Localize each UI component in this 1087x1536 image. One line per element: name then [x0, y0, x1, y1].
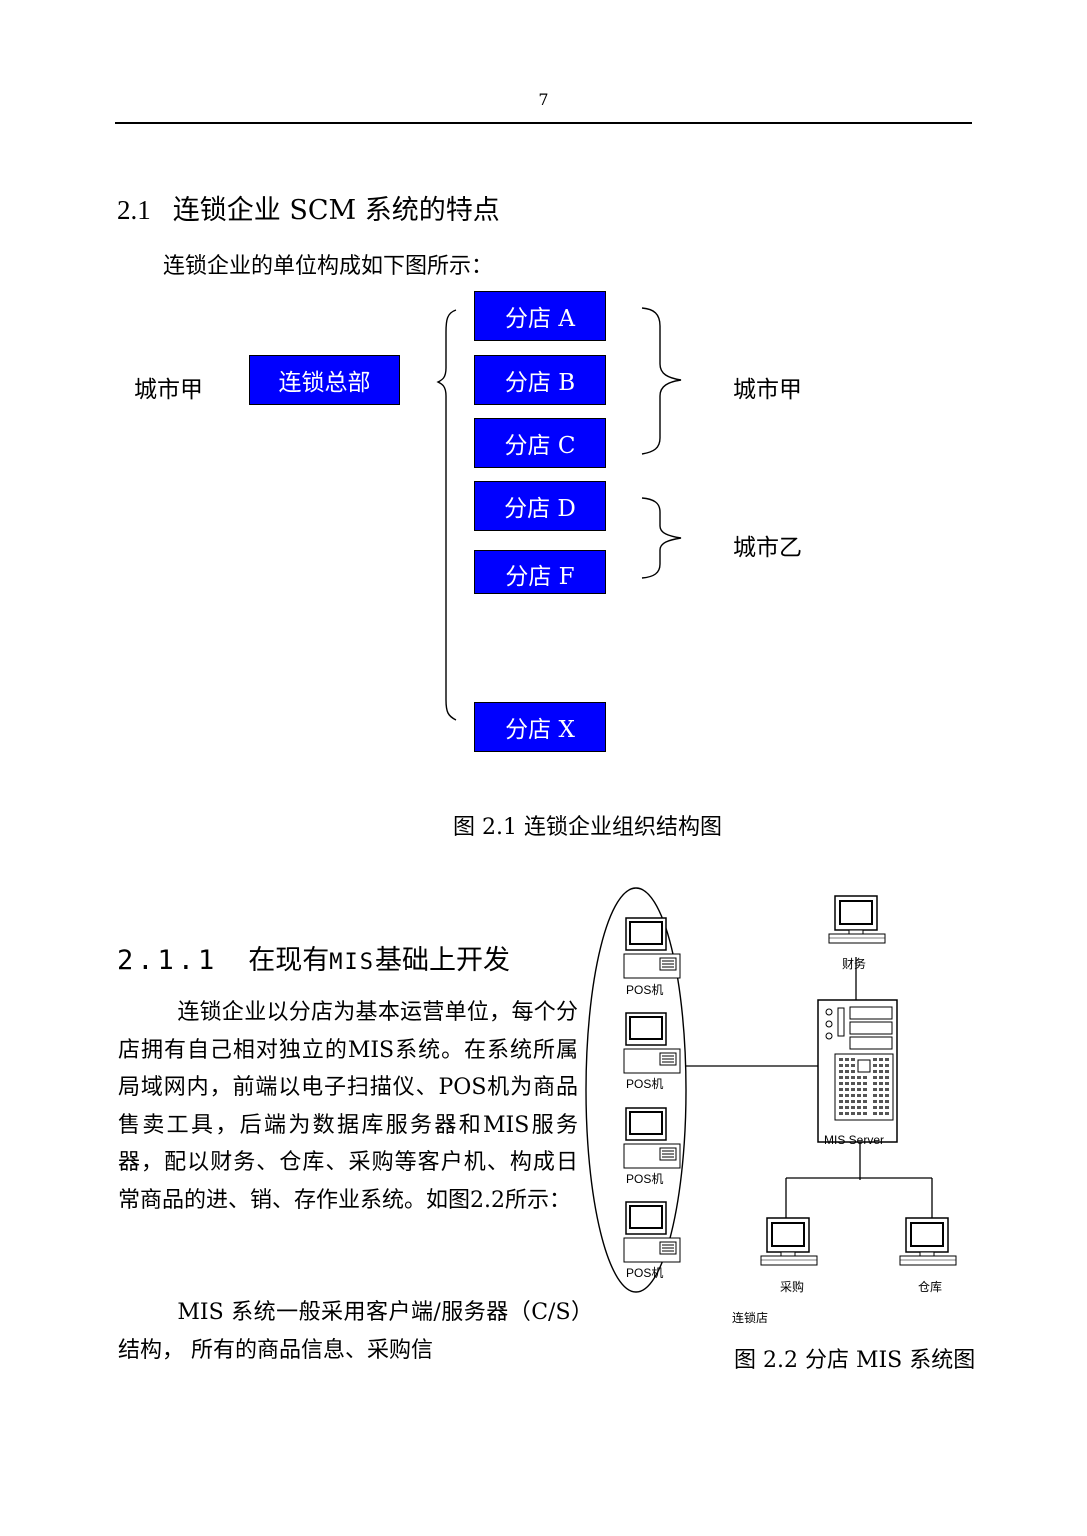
branch-box: 分店 A: [474, 291, 606, 341]
paragraph-text: 连锁企业以分店为基本运营单位，每个分店拥有自己相对独立的MIS系统。在系统所属局…: [118, 1000, 578, 1213]
warehouse-label: 仓库: [918, 1279, 942, 1294]
figure-caption: 图 2.2 分店 MIS 系统图: [734, 1348, 976, 1373]
body-paragraph: 连锁企业以分店为基本运营单位，每个分店拥有自己相对独立的MIS系统。在系统所属局…: [118, 994, 578, 1219]
city-a-label: 城市甲: [733, 377, 802, 403]
store-label: 连锁店: [732, 1310, 768, 1325]
section-title: 连锁企业 SCM 系统的特点: [172, 195, 500, 226]
pos-terminal: [623, 1012, 681, 1074]
purchase-computer: [760, 1217, 818, 1266]
branch-box: 分店 X: [474, 702, 606, 752]
finance-computer: [828, 895, 886, 944]
hq-city-label: 城市甲: [134, 377, 203, 403]
mis-server: [817, 999, 898, 1143]
right-brace-bottom: [641, 497, 682, 579]
subsection-number: 2.1.1: [117, 945, 219, 976]
subsection-heading: 2.1.1 在现有MIS基础上开发: [117, 938, 510, 977]
body-paragraph: MIS 系统一般采用客户端/服务器（C/S）结构， 所有的商品信息、采购信: [118, 1294, 593, 1369]
finance-label: 财务: [842, 956, 866, 971]
server-label: MIS Server: [824, 1133, 884, 1147]
section-number: 2.1: [117, 195, 151, 225]
paragraph-text: MIS 系统一般采用客户端/服务器（C/S）结构， 所有的商品信息、采购信: [118, 1300, 593, 1363]
subsection-title-mono: MIS: [329, 950, 376, 975]
pos-label: POS机: [626, 1077, 663, 1091]
branch-box: 分店 D: [474, 481, 606, 531]
figure-caption: 图 2.1 连锁企业组织结构图: [453, 815, 722, 840]
pos-group-ellipse: [585, 887, 687, 1293]
subsection-title-prefix: 在现有: [248, 945, 330, 976]
right-brace-top: [641, 307, 682, 455]
purchase-label: 采购: [780, 1279, 804, 1294]
pos-terminal: [623, 1107, 681, 1169]
warehouse-computer: [899, 1217, 957, 1266]
branch-box: 分店 C: [474, 418, 606, 468]
org-chart-braces: [436, 307, 682, 721]
intro-text: 连锁企业的单位构成如下图所示：: [163, 254, 494, 279]
pos-label: POS机: [626, 1172, 663, 1186]
hq-box: 连锁总部: [249, 355, 400, 405]
subsection-title-suffix: 基础上开发: [375, 945, 511, 976]
branch-box: 分店 F: [474, 550, 606, 594]
pos-label: POS机: [626, 1266, 663, 1280]
city-b-label: 城市乙: [733, 535, 802, 561]
page-number: 7: [538, 90, 549, 109]
mis-diagram: POS机 POS机 POS机 POS机 财务: [585, 887, 957, 1325]
left-brace: [436, 309, 457, 721]
header-rule: [115, 122, 972, 124]
section-heading: 2.1 连锁企业 SCM 系统的特点: [117, 188, 500, 227]
pos-label: POS机: [626, 983, 663, 997]
branch-box: 分店 B: [474, 355, 606, 405]
